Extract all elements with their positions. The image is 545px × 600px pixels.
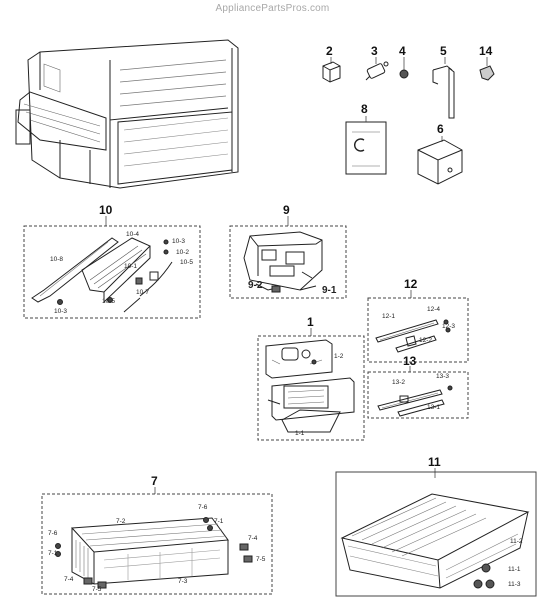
label-7-5-left: 7-5 [92,586,102,593]
callout-12: 12 [404,277,418,291]
callout-13: 13 [403,354,417,368]
callout-7: 7 [151,474,158,488]
label-12-1: 12-1 [382,313,396,320]
leader-lines [105,57,488,494]
watermark: AppliancePartsPros.com [215,3,330,14]
label-11-2: 11-2 [510,538,523,545]
callout-11: 11 [428,455,441,469]
label-7-5-right: 7-5 [256,556,266,563]
label-7-4-left: 7-4 [64,576,74,583]
part-14-drawing [479,65,495,81]
part-7-drawer-drawing [41,493,273,595]
callout-14: 14 [479,44,493,58]
part-1-assembly-drawing [257,335,365,441]
label-10-5-right: 10-5 [180,259,194,266]
callout-5: 5 [440,44,447,58]
label-7-1-left: 7-1 [48,550,58,557]
label-13-3: 13-3 [436,373,450,380]
part-6-cover-drawing [417,139,463,185]
label-7-2: 7-2 [116,518,126,525]
part-8-booklet-drawing [345,121,387,175]
part-11-basket-drawing [335,471,537,597]
callout-6: 6 [437,122,444,136]
label-12-3: 12-3 [442,323,456,330]
part-3-drawing [365,61,389,81]
label-10-7: 10-7 [136,289,150,296]
part-9-assembly-drawing [229,225,347,299]
label-7-6-left: 7-6 [48,530,58,537]
callout-1: 1 [307,315,314,329]
label-1-1: 1-1 [295,430,305,437]
label-10-3-bottom: 10-3 [54,308,68,315]
label-10-1: 10-1 [124,263,138,270]
label-7-4-right: 7-4 [248,535,258,542]
label-11-3: 11-3 [508,581,521,588]
callout-2: 2 [326,44,333,58]
label-12-4: 12-4 [427,306,441,313]
label-7-6-right: 7-6 [198,504,208,511]
callout-9: 9 [283,203,290,217]
part-13-assembly-drawing [367,371,469,419]
fridge-cabinet-drawing [15,39,239,189]
callout-4: 4 [399,44,406,58]
label-13-1: 13-1 [427,404,441,411]
label-10-3-top: 10-3 [172,238,186,245]
label-12-2: 12-2 [419,337,433,344]
label-10-2: 10-2 [176,249,190,256]
label-9-2: 9-2 [248,280,263,291]
label-11-1: 11-1 [508,566,521,573]
part-10-assembly-drawing [23,225,201,319]
label-10-5-bottom: 10-5 [102,298,116,305]
label-13-2: 13-2 [392,379,406,386]
label-1-2: 1-2 [334,353,344,360]
callout-8: 8 [361,102,368,116]
label-10-4: 10-4 [126,231,140,238]
label-7-3: 7-3 [178,578,188,585]
callout-10: 10 [99,203,113,217]
part-5-drawing [432,65,455,119]
label-9-1: 9-1 [322,285,337,296]
part-4-drawing [399,69,409,79]
callout-3: 3 [371,44,378,58]
part-12-assembly-drawing [367,297,469,363]
label-7-1-right: 7-1 [214,518,224,525]
part-2-drawing [322,61,341,83]
label-10-8: 10-8 [50,256,64,263]
